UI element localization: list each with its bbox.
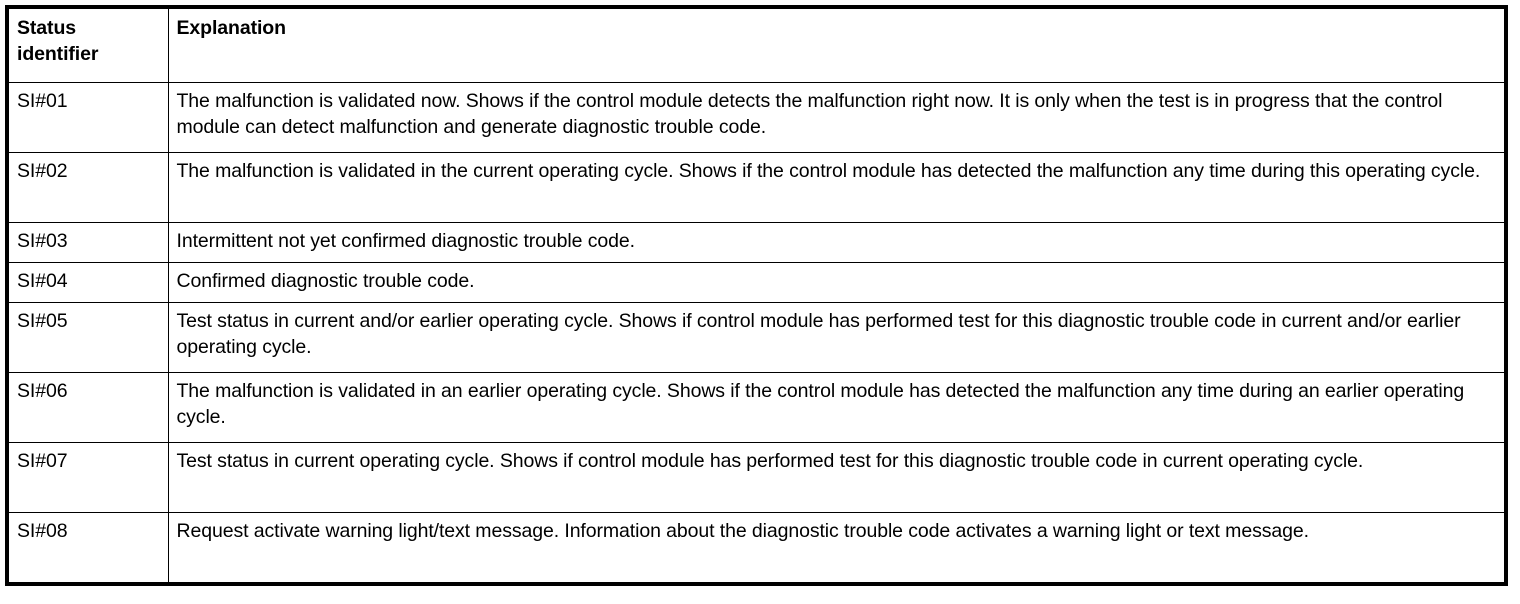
status-identifier-explanation-table: Status identifier Explanation SI#01 The … [5, 5, 1508, 586]
status-identifier-cell: SI#07 [6, 442, 169, 513]
status-identifier-cell: SI#02 [6, 152, 169, 223]
status-identifier-cell: SI#05 [6, 302, 169, 373]
table-row: SI#04 Confirmed diagnostic trouble code. [6, 262, 1507, 303]
table-row: SI#02 The malfunction is validated in th… [6, 152, 1507, 223]
explanation-cell: Confirmed diagnostic trouble code. [167, 262, 1507, 303]
column-header-status-identifier: Status identifier [6, 6, 169, 83]
table-row: SI#01 The malfunction is validated now. … [6, 82, 1507, 153]
table-row: SI#05 Test status in current and/or earl… [6, 302, 1507, 373]
table-row: SI#06 The malfunction is validated in an… [6, 372, 1507, 443]
table-row: SI#08 Request activate warning light/tex… [6, 512, 1507, 585]
explanation-cell: Intermittent not yet confirmed diagnosti… [167, 222, 1507, 263]
column-header-status-identifier-line2: identifier [17, 42, 99, 65]
column-header-explanation: Explanation [167, 6, 1507, 83]
table-header: Status identifier Explanation [6, 6, 1507, 83]
status-identifier-cell: SI#01 [6, 82, 169, 153]
explanation-cell: Test status in current operating cycle. … [167, 442, 1507, 513]
explanation-cell: Request activate warning light/text mess… [167, 512, 1507, 585]
explanation-cell: Test status in current and/or earlier op… [167, 302, 1507, 373]
explanation-cell: The malfunction is validated now. Shows … [167, 82, 1507, 153]
explanation-cell: The malfunction is validated in an earli… [167, 372, 1507, 443]
column-header-status-identifier-line1: Status [17, 17, 76, 39]
status-identifier-cell: SI#08 [6, 512, 169, 585]
status-identifier-cell: SI#03 [6, 222, 169, 263]
table-row: SI#07 Test status in current operating c… [6, 442, 1507, 513]
status-identifier-cell: SI#06 [6, 372, 169, 443]
explanation-cell: The malfunction is validated in the curr… [167, 152, 1507, 223]
table-body: SI#01 The malfunction is validated now. … [6, 82, 1507, 585]
table-row: SI#03 Intermittent not yet confirmed dia… [6, 222, 1507, 263]
status-identifier-cell: SI#04 [6, 262, 169, 303]
table-header-row: Status identifier Explanation [6, 6, 1507, 83]
